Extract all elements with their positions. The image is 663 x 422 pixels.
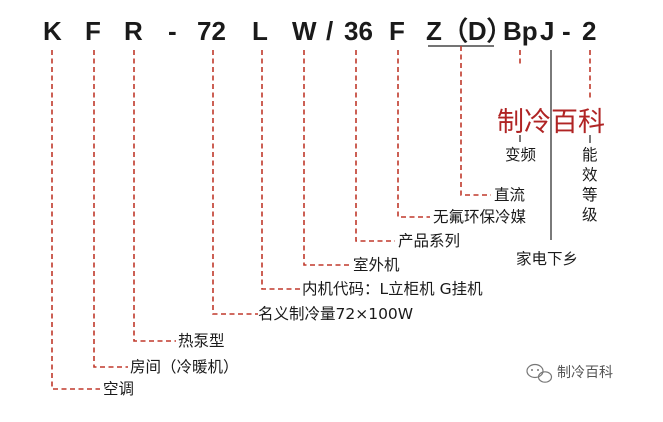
label-wufu: 无氟环保冷媒 [433,208,527,226]
leader-f2 [397,50,430,218]
code-k: K [43,16,62,46]
code-dash-1: - [168,16,177,46]
label-rebeng: 热泵型 [178,332,225,350]
model-code-row: K F R - 72 L W / 36 F Z（D） Bp J - 2 [43,16,596,46]
label-zhiliu: 直流 [494,186,525,204]
wechat-icon [526,363,553,383]
label-zhileng: 名义制冷量72×100W [258,305,413,323]
leader-36 [355,50,395,242]
code-slash: / [326,16,333,46]
leader-lines [51,45,591,390]
watermark: 制冷百科 [526,363,613,383]
code-j: J [540,16,554,46]
label-neiji: 内机代码：L立柜机 G挂机 [302,280,483,298]
code-f: F [85,16,101,46]
leader-f [93,50,128,368]
label-shiwai: 室外机 [353,256,400,274]
code-w: W [292,16,317,46]
code-f2: F [389,16,405,46]
label-kongtiao: 空调 [103,380,134,398]
code-r: R [124,16,143,46]
leader-w [303,50,350,266]
meaning-labels: 空调 房间（冷暖机） 热泵型 名义制冷量72×100W 内机代码：L立柜机 G挂… [103,146,602,398]
code-2: 2 [582,16,596,46]
code-36: 36 [344,16,373,46]
leader-r [133,50,176,342]
code-dash-2: - [562,16,571,46]
brand-title: 制冷百科 [497,107,605,138]
watermark-text: 制冷百科 [557,365,613,381]
leader-zd [460,46,491,196]
label-jiadian: 家电下乡 [516,250,578,268]
code-72: 72 [197,16,226,46]
label-bianpin: 变频 [505,146,536,164]
label-nengxiao: 能 效 等 级 [582,146,602,224]
code-bp: Bp [503,16,538,46]
code-l: L [252,16,268,46]
label-fangjian: 房间（冷暖机） [130,358,239,376]
leader-72 [212,50,258,315]
leader-k [51,50,100,390]
code-zd: Z（D） [426,16,513,46]
leader-l [261,50,300,290]
label-chanpin: 产品系列 [398,232,460,250]
